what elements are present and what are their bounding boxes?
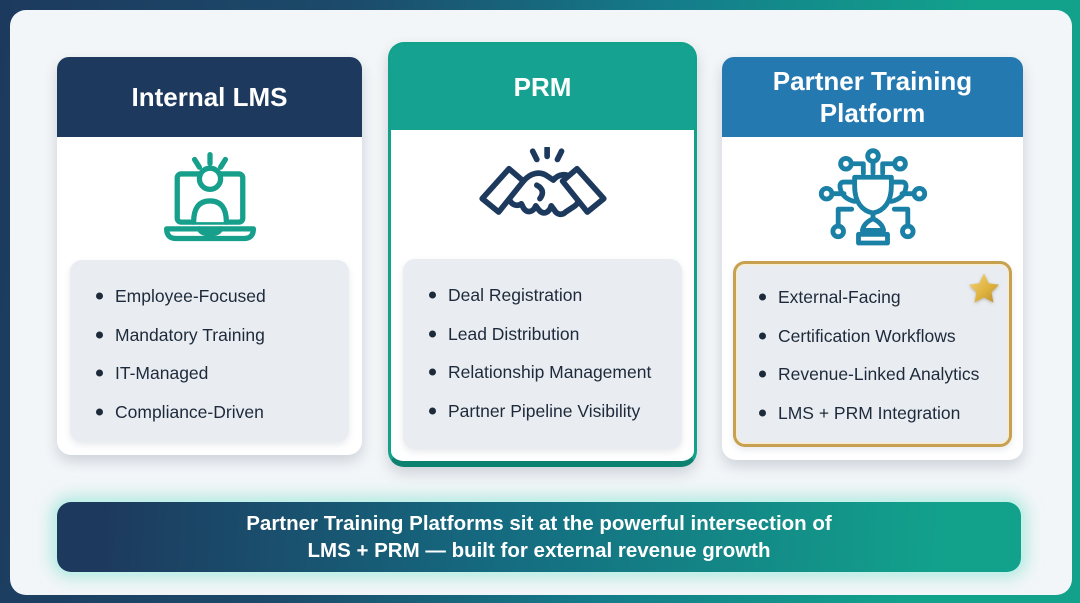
trophy-network-icon [818,147,927,245]
feature-list-partner-training: External-Facing Certification Workflows … [733,261,1012,447]
list-item: Employee-Focused [94,284,339,308]
handshake-icon [478,147,607,218]
list-item: Revenue-Linked Analytics [757,362,999,386]
card-partner-training-platform: Partner Training Platform [722,57,1023,460]
banner-line-1: Partner Training Platforms sit at the po… [246,512,832,535]
card-prm: PRM Deal Registration Lead Distribution … [388,42,697,467]
list-item: Compliance-Driven [94,400,339,424]
list-item: Lead Distribution [427,322,672,346]
feature-list-prm: Deal Registration Lead Distribution Rela… [403,259,682,449]
card-title-prm: PRM [391,45,694,130]
banner-line-2: LMS + PRM — built for external revenue g… [307,539,771,562]
list-item: Relationship Management [427,360,672,384]
laptop-user-icon [163,151,256,241]
list-item: Certification Workflows [757,324,999,348]
list-item: LMS + PRM Integration [757,401,999,425]
feature-list-internal-lms: Employee-Focused Mandatory Training IT-M… [70,260,349,442]
summary-banner: Partner Training Platforms sit at the po… [57,502,1021,572]
card-title-partner-training-platform: Partner Training Platform [722,57,1023,137]
card-internal-lms: Internal LMS Employee-Focused Mandatory … [57,57,362,455]
infographic-panel: Internal LMS Employee-Focused Mandatory … [10,10,1072,595]
list-item: Mandatory Training [94,323,339,347]
list-item: Deal Registration [427,283,672,307]
list-item: Partner Pipeline Visibility [427,399,672,423]
card-title-internal-lms: Internal LMS [57,57,362,137]
list-item: IT-Managed [94,361,339,385]
list-item: External-Facing [757,285,999,309]
